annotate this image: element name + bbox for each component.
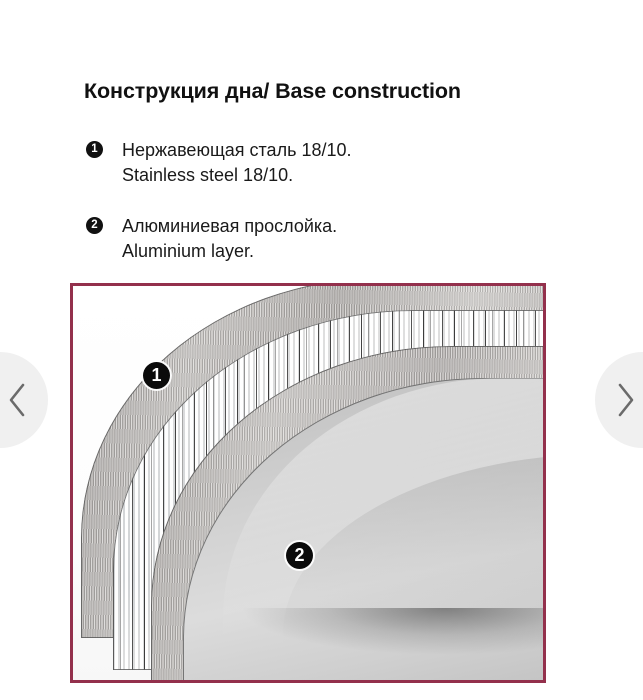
carousel-prev-button[interactable] bbox=[0, 352, 48, 448]
legend-list: 1 Нержавеющая сталь 18/10. Stainless ste… bbox=[86, 138, 526, 290]
illustration-frame[interactable]: 1 2 bbox=[70, 283, 546, 683]
carousel-next-button[interactable] bbox=[595, 352, 643, 448]
callout-badge-1: 1 bbox=[143, 362, 170, 389]
legend-badge-2: 2 bbox=[86, 217, 103, 234]
legend-text-en-1: Stainless steel 18/10. bbox=[122, 165, 294, 185]
legend-text-ru-1: Нержавеющая сталь 18/10. bbox=[122, 140, 352, 160]
list-item: 1 Нержавеющая сталь 18/10. Stainless ste… bbox=[86, 138, 526, 188]
list-item: 2 Алюминиевая прослойка. Aluminium layer… bbox=[86, 214, 526, 264]
page-title: Конструкция дна/ Base construction bbox=[84, 79, 461, 103]
legend-badge-1: 1 bbox=[86, 141, 103, 158]
chevron-left-icon bbox=[0, 383, 27, 417]
legend-text-en-2: Aluminium layer. bbox=[122, 241, 255, 261]
illustration-canvas: 1 2 bbox=[73, 286, 543, 680]
callout-badge-2: 2 bbox=[286, 542, 313, 569]
legend-text-ru-2: Алюминиевая прослойка. bbox=[122, 216, 338, 236]
chevron-right-icon bbox=[616, 383, 643, 417]
